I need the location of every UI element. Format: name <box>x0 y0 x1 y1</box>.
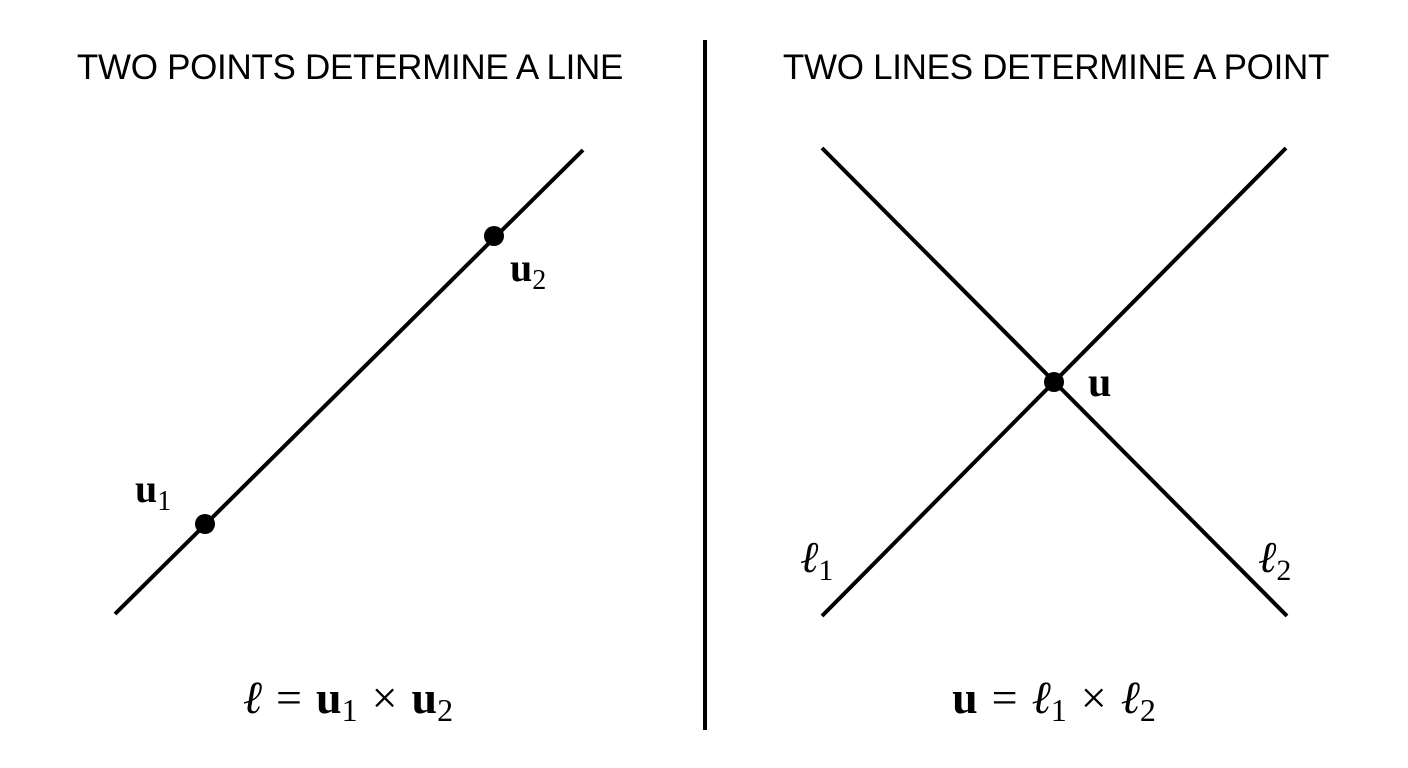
left-panel-title: TWO POINTS DETERMINE A LINE <box>77 48 623 87</box>
line-l1-label: ℓ1 <box>800 533 833 587</box>
intersection-point-u <box>1044 372 1064 392</box>
left-eq-term2-sub: 2 <box>437 692 453 728</box>
right-panel: TWO LINES DETERMINE A POINT u ℓ1 ℓ2 u=ℓ1… <box>783 48 1329 728</box>
line-l2-label-sub: 2 <box>1276 554 1291 587</box>
point-u2-label-sub: 2 <box>532 265 546 296</box>
point-u1-label-sub: 1 <box>157 486 171 517</box>
right-eq-equals: = <box>992 672 1018 723</box>
line-l1-label-base: ℓ <box>800 533 819 582</box>
right-eq-term1-sub: 1 <box>1051 692 1067 728</box>
point-u2-label-base: u <box>510 245 532 290</box>
line-l2-label: ℓ2 <box>1258 533 1291 587</box>
line-l2-label-base: ℓ <box>1258 533 1277 582</box>
right-eq-term2-sub: 2 <box>1140 692 1156 728</box>
right-panel-title: TWO LINES DETERMINE A POINT <box>783 48 1329 87</box>
line-l1-label-sub: 1 <box>818 554 833 587</box>
left-eq-term1-sub: 1 <box>342 692 358 728</box>
left-eq-times: × <box>372 672 398 723</box>
point-u2 <box>484 226 504 246</box>
right-eq-times: × <box>1081 672 1107 723</box>
left-equation: ℓ=u1×u2 <box>243 672 453 728</box>
left-eq-equals: = <box>276 672 302 723</box>
right-eq-term2-base: ℓ <box>1121 672 1141 723</box>
intersection-label: u <box>1088 360 1111 406</box>
right-eq-lhs: u <box>952 672 978 723</box>
left-panel: TWO POINTS DETERMINE A LINE u1 u2 ℓ=u1×u… <box>77 48 623 728</box>
left-eq-term1-base: u <box>316 672 342 723</box>
left-eq-term2-base: u <box>412 672 438 723</box>
right-equation: u=ℓ1×ℓ2 <box>952 672 1156 728</box>
left-eq-lhs: ℓ <box>243 672 263 723</box>
point-u1-label-base: u <box>135 466 157 511</box>
point-u1-label: u1 <box>135 466 171 517</box>
point-u2-label: u2 <box>510 245 546 296</box>
right-eq-term1-base: ℓ <box>1032 672 1052 723</box>
line-through-two-points <box>113 148 585 616</box>
point-u1 <box>195 514 215 534</box>
